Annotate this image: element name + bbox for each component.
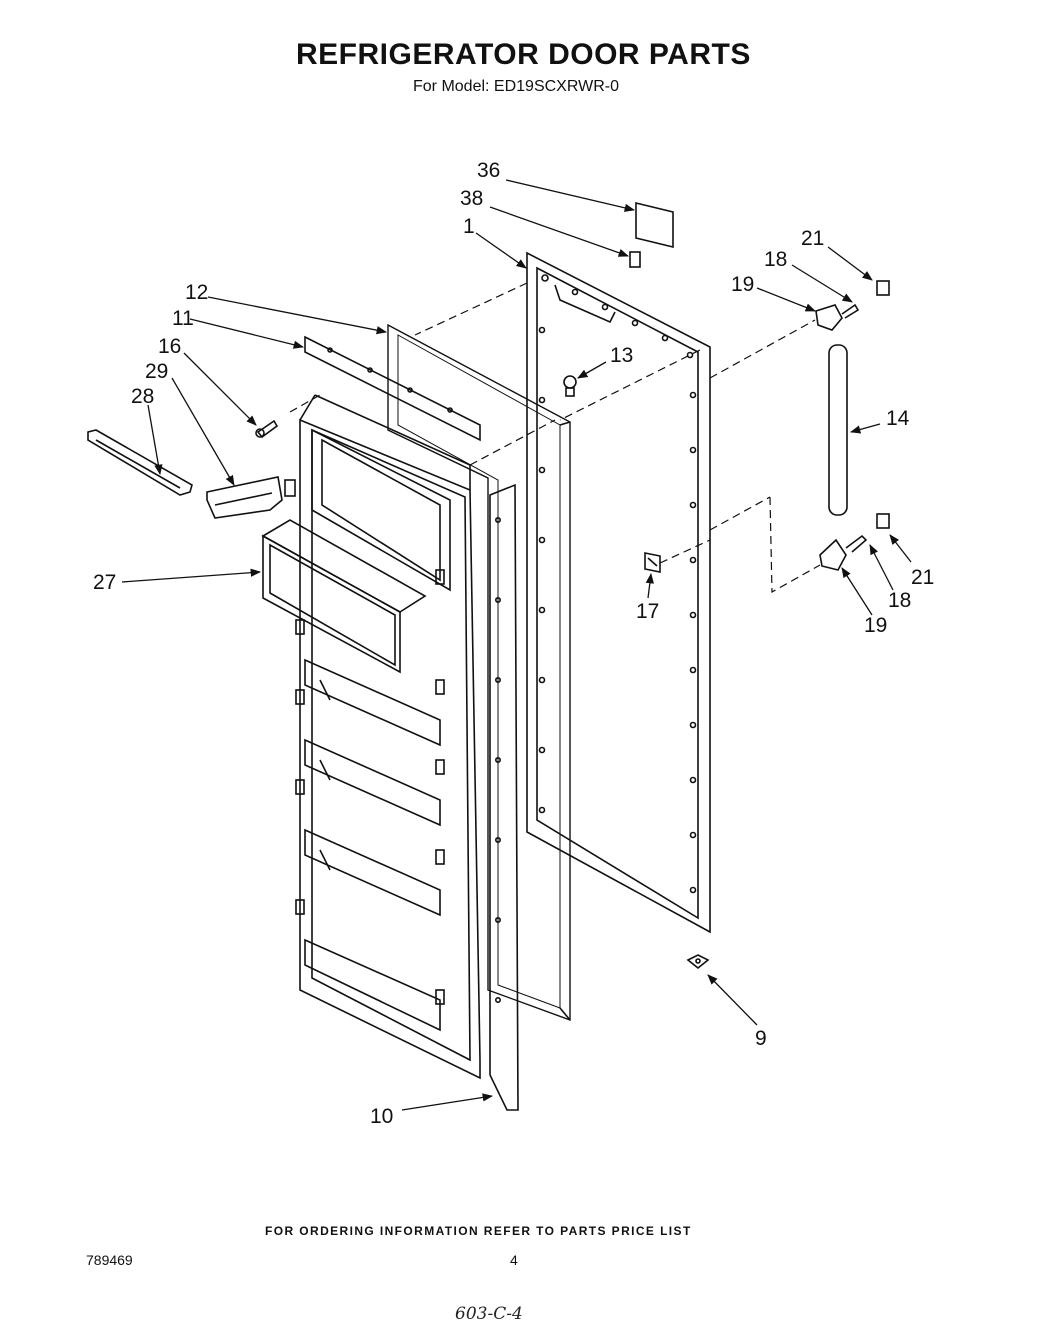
callout-38: 38 xyxy=(460,187,483,210)
bottom-hinge-assembly xyxy=(819,513,890,571)
screw-16 xyxy=(255,419,279,439)
callout-21-bottom: 21 xyxy=(911,566,934,589)
callout-19-bottom: 19 xyxy=(864,614,887,637)
callout-1: 1 xyxy=(463,215,475,238)
callout-19-top: 19 xyxy=(731,273,754,296)
alignment-lines xyxy=(289,282,821,594)
hinge-cover-14 xyxy=(828,344,848,516)
door-handle xyxy=(206,476,296,519)
door-liner xyxy=(295,394,481,1080)
callout-27: 27 xyxy=(93,571,116,594)
callout-14: 14 xyxy=(886,407,910,430)
door-gasket xyxy=(387,323,571,1022)
bracket-17 xyxy=(644,552,661,573)
callout-18-bottom: 18 xyxy=(888,589,911,612)
label-38 xyxy=(629,251,641,268)
side-trim-strip xyxy=(489,483,519,1111)
page-title: REFRIGERATOR DOOR PARTS xyxy=(296,38,751,71)
callout-9: 9 xyxy=(755,1027,767,1050)
callout-13: 13 xyxy=(610,344,633,367)
callout-17: 17 xyxy=(636,600,659,623)
plug-13 xyxy=(563,375,577,397)
callout-18-top: 18 xyxy=(764,248,787,271)
callout-21-top: 21 xyxy=(801,227,824,250)
handwritten-note: 603-C-4 xyxy=(455,1304,523,1324)
page-number: 4 xyxy=(510,1252,518,1268)
callout-29: 29 xyxy=(145,360,168,383)
door-bin xyxy=(261,519,427,674)
top-hinge-assembly xyxy=(815,280,890,331)
document-number: 789469 xyxy=(86,1252,133,1268)
callout-11: 11 xyxy=(172,307,194,330)
bushing-9 xyxy=(686,954,710,970)
label-36 xyxy=(635,201,674,249)
callout-36: 36 xyxy=(477,159,500,182)
ordering-note: FOR ORDERING INFORMATION REFER TO PARTS … xyxy=(265,1224,692,1238)
model-subtitle: For Model: ED19SCXRWR-0 xyxy=(413,78,619,95)
handle-trim xyxy=(87,429,193,496)
callout-28: 28 xyxy=(131,385,154,408)
callout-12: 12 xyxy=(185,281,208,304)
hinge-strip xyxy=(304,335,481,442)
outer-door-panel xyxy=(526,251,711,934)
callout-10: 10 xyxy=(370,1105,393,1128)
callout-16: 16 xyxy=(158,335,181,358)
